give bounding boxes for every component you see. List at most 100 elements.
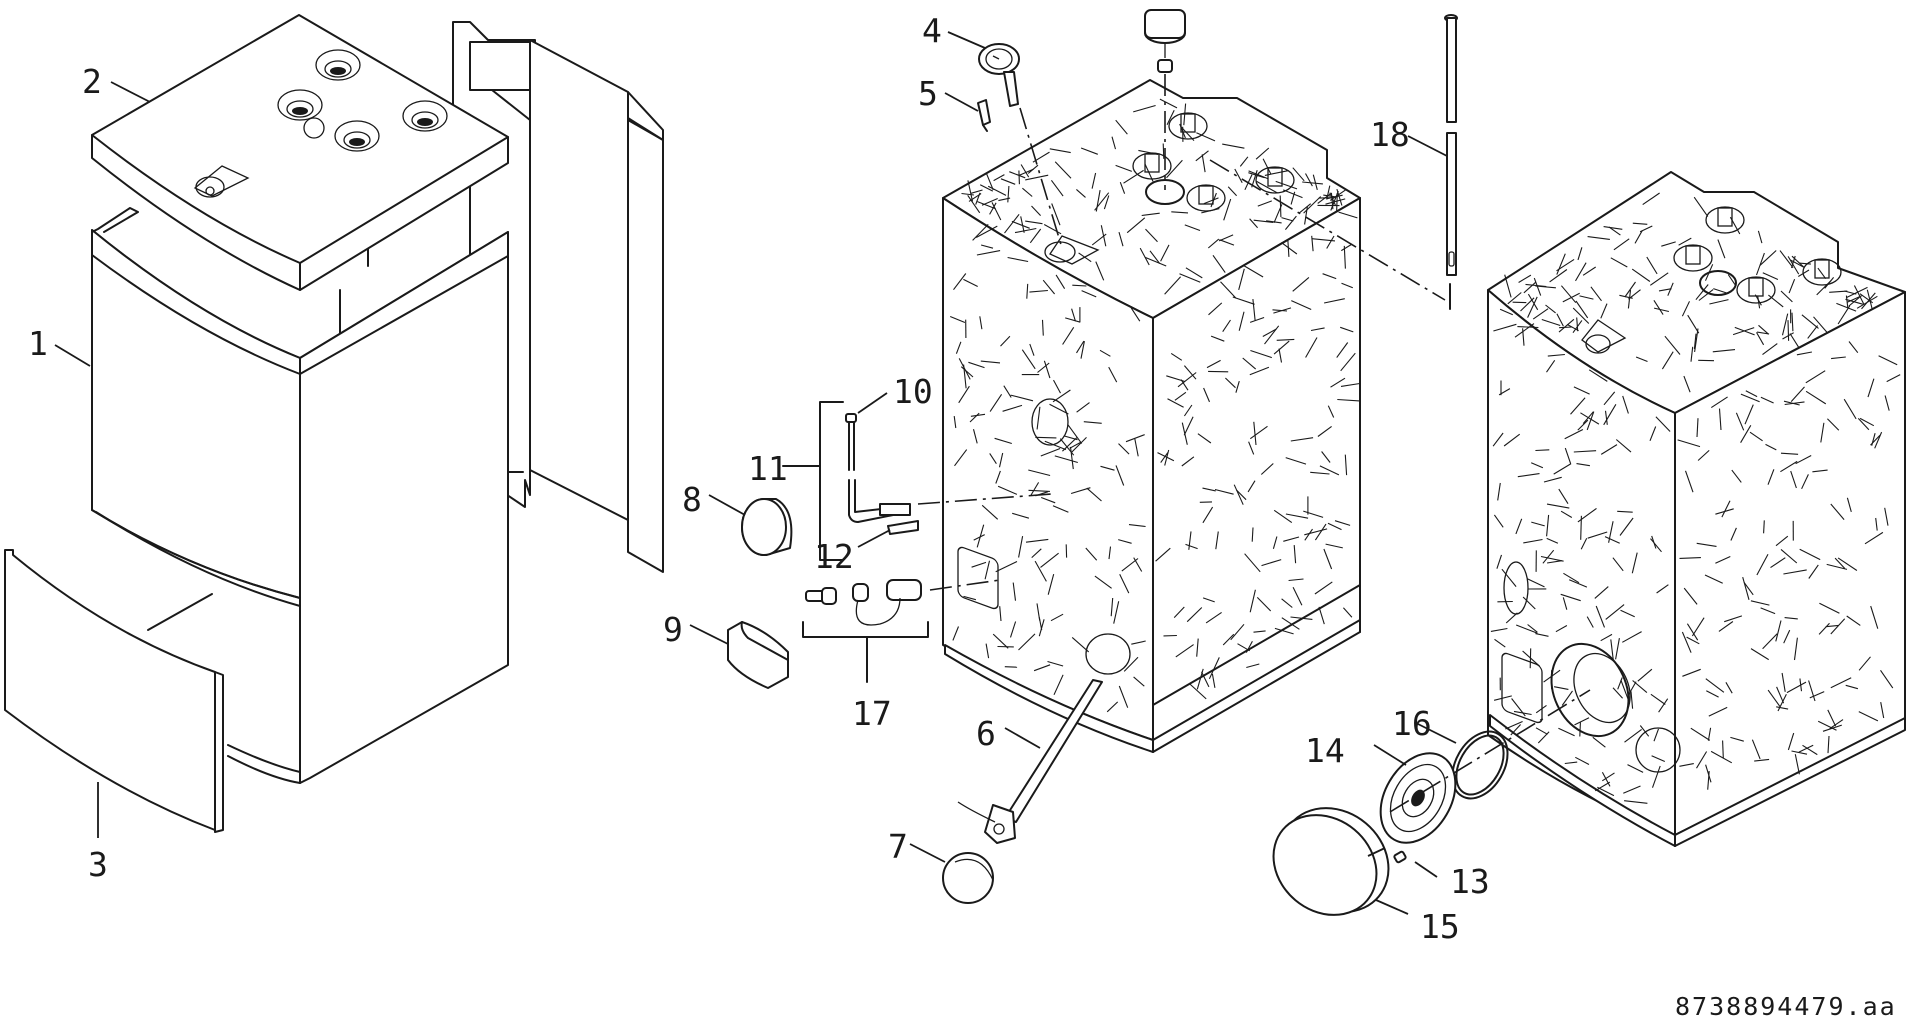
insulation-speck: [1507, 292, 1522, 305]
insulation-speck: [1212, 254, 1226, 273]
insulation-speck: [1344, 454, 1348, 476]
insulation-speck: [1794, 754, 1800, 775]
insulation-speck: [1091, 172, 1097, 189]
insulation-speck: [1186, 607, 1203, 623]
insulation-speck: [1303, 196, 1322, 214]
insulation-speck: [1759, 250, 1777, 266]
insulation-speck: [1274, 627, 1294, 635]
insulation-speck: [1749, 431, 1763, 442]
insulation-speck: [1272, 309, 1288, 312]
insulation-speck: [1179, 123, 1186, 139]
insulation-speck: [1827, 709, 1837, 727]
insulation-speck: [1252, 299, 1256, 321]
insulation-speck: [1493, 514, 1504, 528]
insulation-speck: [1054, 455, 1078, 464]
assembly-centerlines: [917, 74, 1591, 813]
insulation-speck: [1826, 563, 1848, 570]
insulation-speck: [1273, 340, 1290, 355]
insulation-speck: [1069, 446, 1074, 470]
insulation-speck: [1579, 722, 1581, 737]
insulation-speck: [1856, 295, 1878, 309]
insulation-speck: [1564, 761, 1578, 765]
insulation-speck: [1788, 278, 1796, 294]
insulation-speck: [1145, 228, 1158, 243]
insulation-speck: [1560, 510, 1573, 518]
insulation-speck: [1632, 680, 1648, 694]
insulation-speck: [1787, 320, 1790, 341]
insulation-speck: [1290, 191, 1296, 205]
insulation-speck: [1553, 686, 1569, 690]
insulation-speck: [1677, 439, 1701, 448]
insulation-speck: [949, 315, 966, 324]
insulation-speck: [1036, 406, 1041, 430]
insulation-speck: [1874, 431, 1883, 449]
insulation-speck: [1115, 465, 1125, 486]
insulation-speck: [1610, 257, 1628, 268]
insulation-speck: [1115, 119, 1128, 135]
insulation-speck: [1658, 288, 1672, 292]
insulation-speck: [1185, 543, 1198, 550]
insulation-speck: [1740, 393, 1760, 403]
insulation-speck: [1022, 187, 1033, 197]
insulation-speck: [1734, 326, 1755, 336]
insulation-speck: [1108, 366, 1118, 383]
insulation-speck: [967, 194, 981, 214]
insulation-speck: [1325, 543, 1343, 549]
insulation-speck: [997, 485, 1018, 495]
part-16-gasket: [1451, 730, 1509, 800]
insulation-speck: [1222, 319, 1231, 333]
insulation-speck: [1326, 185, 1331, 200]
insulation-speck: [1527, 296, 1538, 318]
insulation-speck: [1492, 432, 1504, 447]
part-6-anode: [957, 679, 1103, 844]
insulation-speck: [1661, 241, 1676, 247]
callout-3: 3: [88, 845, 108, 884]
insulation-speck: [979, 184, 994, 192]
insulation-speck: [1071, 437, 1087, 453]
insulation-speck: [1875, 517, 1878, 531]
insulation-speck: [1805, 370, 1826, 384]
insulation-speck: [1518, 274, 1532, 283]
insulation-speck: [1830, 618, 1846, 635]
insulation-speck: [1249, 589, 1256, 613]
insulation-speck: [1238, 311, 1245, 331]
insulation-speck: [1610, 639, 1614, 660]
insulation-speck: [1103, 195, 1110, 210]
insulation-speck: [1288, 578, 1304, 582]
insulation-speck: [1784, 617, 1798, 620]
insulation-speck: [1250, 349, 1272, 359]
insulation-speck: [1679, 763, 1694, 767]
insulation-speck: [976, 524, 985, 548]
insulation-speck: [1196, 668, 1204, 690]
insulation-speck: [1570, 397, 1586, 415]
insulation-speck: [1203, 387, 1211, 403]
insulation-speck: [1174, 391, 1187, 401]
insulation-speck: [1342, 607, 1353, 618]
insulation-speck: [1639, 725, 1650, 737]
insulation-speck: [1791, 312, 1794, 332]
insulation-speck: [1164, 276, 1182, 295]
insulation-speck: [1568, 579, 1588, 588]
callout-4: 4: [922, 11, 942, 50]
insulation-speck: [1649, 426, 1657, 442]
insulation-speck: [1239, 156, 1249, 167]
insulation-speck: [1007, 256, 1029, 263]
insulation-speck: [1210, 335, 1225, 342]
insulation-speck: [1025, 538, 1049, 543]
insulation-speck: [1284, 215, 1297, 230]
insulation-speck: [960, 366, 974, 378]
insulation-speck: [1729, 216, 1741, 235]
callout-16: 16: [1392, 704, 1432, 743]
insulation-speck: [1329, 189, 1346, 201]
insulation-speck: [953, 416, 957, 429]
insulation-speck: [1760, 607, 1776, 615]
insulation-speck: [1681, 301, 1690, 317]
insulation-speck: [1796, 351, 1813, 356]
insulation-speck: [1653, 728, 1660, 742]
part-8-round-plug: [741, 498, 793, 556]
insulation-speck: [1646, 256, 1658, 275]
document-number: 8738894479.aa: [1675, 992, 1897, 1021]
insulation-speck: [1580, 412, 1600, 425]
insulation-speck: [1003, 385, 1012, 398]
insulation-speck: [1705, 678, 1725, 693]
